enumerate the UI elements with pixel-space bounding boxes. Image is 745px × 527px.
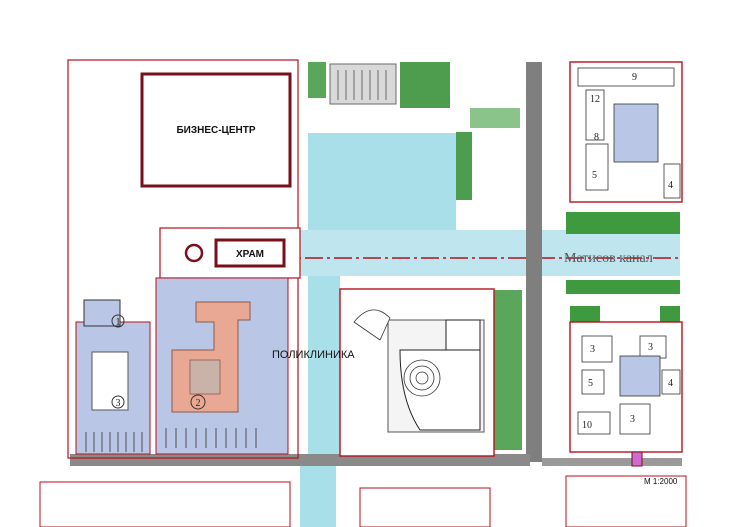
polyclinic-rotunda — [403, 359, 441, 397]
south-plot-center — [359, 487, 491, 527]
magenta-marker — [631, 451, 643, 467]
green-area-4 — [470, 108, 520, 128]
site-2-parking — [165, 428, 257, 448]
building-number-10: 10 — [582, 420, 592, 431]
road-horizontal-east — [542, 458, 682, 466]
polyclinic-building — [399, 349, 481, 431]
east-building-3a — [581, 335, 613, 363]
main-road-vertical — [526, 62, 542, 462]
building-number-3b: 3 — [648, 342, 653, 353]
east-building-9 — [577, 67, 675, 87]
parking-top — [329, 63, 397, 105]
water-channel-south — [308, 250, 340, 455]
polyclinic-plaza — [353, 309, 391, 341]
building-number-5b: 5 — [588, 378, 593, 389]
polyclinic-tower — [445, 319, 481, 351]
site-number-3: 3 — [116, 398, 121, 409]
site-1-parking — [85, 432, 143, 452]
east-building-5b — [581, 369, 605, 395]
main-road-horizontal — [70, 454, 530, 466]
temple-dome-icon — [184, 243, 204, 263]
east-courtyard-south — [619, 355, 661, 397]
site-1-building — [91, 351, 129, 411]
site-number-2: 2 — [196, 398, 201, 409]
building-number-4: 4 — [668, 180, 673, 191]
green-area-1 — [308, 62, 326, 98]
site-number-1: 1 — [116, 317, 121, 328]
building-number-8: 8 — [594, 132, 599, 143]
green-block-se-2 — [660, 306, 680, 326]
temple-label: ХРАМ — [236, 249, 264, 260]
scale-label: М 1:2000 — [644, 477, 678, 486]
east-building-3b — [639, 335, 667, 359]
south-plot-east — [565, 475, 687, 527]
east-building-4b — [661, 369, 681, 395]
east-courtyard-north — [613, 103, 659, 163]
green-area-2 — [400, 62, 450, 108]
business-center-label: БИЗНЕС-ЦЕНТР — [176, 125, 255, 136]
green-strip-canal-south — [566, 280, 680, 294]
temple-building — [214, 238, 286, 268]
south-plot-west — [39, 481, 291, 527]
east-building-3c — [619, 403, 651, 435]
east-building-4 — [663, 163, 681, 199]
building-number-3a: 3 — [590, 344, 595, 355]
building-number-9: 9 — [632, 72, 637, 83]
east-building-10 — [577, 411, 611, 435]
canal-label: Матисов канал — [564, 251, 653, 266]
building-number-3c: 3 — [630, 414, 635, 425]
polyclinic-label: ПОЛИКЛИНИКА — [272, 349, 355, 361]
canal-water — [300, 230, 680, 276]
building-number-5: 5 — [592, 170, 597, 181]
site-marker-3 — [111, 395, 125, 409]
site-marker-2 — [190, 394, 206, 410]
site-1-annex — [83, 299, 121, 327]
building-number-12: 12 — [590, 94, 600, 105]
green-block-se-1 — [570, 306, 600, 326]
east-building-5 — [585, 143, 609, 191]
green-strip-east — [494, 290, 522, 450]
building-number-4b: 4 — [668, 378, 673, 389]
site-2-courtyard — [189, 359, 221, 395]
business-center-building — [140, 72, 292, 188]
green-strip-canal-north — [566, 212, 680, 234]
site-marker-1 — [111, 314, 125, 328]
green-area-3 — [456, 132, 472, 200]
water-channel-bottom — [300, 455, 336, 527]
east-building-12 — [585, 89, 605, 141]
